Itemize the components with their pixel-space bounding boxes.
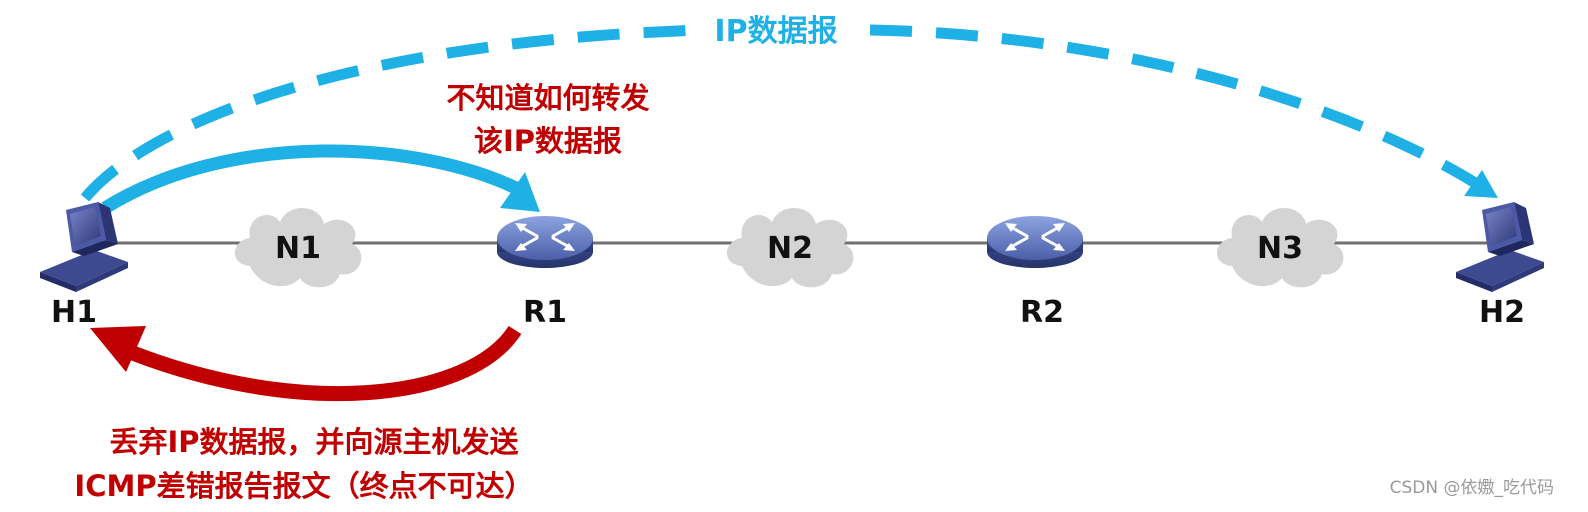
icmp-return-arrowhead	[90, 326, 146, 372]
host-h1-icon	[40, 202, 128, 292]
datagram-dashed-path-left	[80, 24, 706, 202]
datagram-dashed-arrowhead	[1464, 170, 1498, 198]
icmp-annotation-line-1: 丢弃IP数据报，并向源主机发送	[109, 425, 518, 459]
network-label-n2: N2	[767, 231, 813, 266]
router-r2-tag: ROUTER	[1017, 275, 1054, 284]
node-label-h1: H1	[51, 295, 97, 330]
node-label-r2: R2	[1020, 295, 1064, 330]
network-label-n1: N1	[275, 231, 321, 266]
forward-arrowhead	[500, 172, 540, 212]
forward-arrow-path	[101, 144, 523, 214]
r1-annotation-line-1: 不知道如何转发	[446, 81, 649, 115]
node-label-r1: R1	[523, 295, 567, 330]
router-r1-tag: ROUTER	[527, 275, 564, 284]
host-h2-icon	[1456, 202, 1544, 292]
icmp-annotation-line-2: ICMP差错报告报文（终点不可达）	[74, 469, 533, 503]
datagram-title: IP数据报	[714, 14, 837, 49]
csdn-watermark: CSDN @依嫐_吃代码	[1389, 478, 1554, 498]
icmp-return-arrow-path	[122, 325, 522, 401]
r1-annotation-line-2: 该IP数据报	[474, 124, 622, 158]
router-r1-icon	[495, 214, 595, 270]
datagram-dashed-path-right	[869, 24, 1483, 191]
node-label-h2: H2	[1479, 295, 1525, 330]
network-label-n3: N3	[1257, 231, 1303, 266]
router-r2-icon	[985, 214, 1085, 270]
